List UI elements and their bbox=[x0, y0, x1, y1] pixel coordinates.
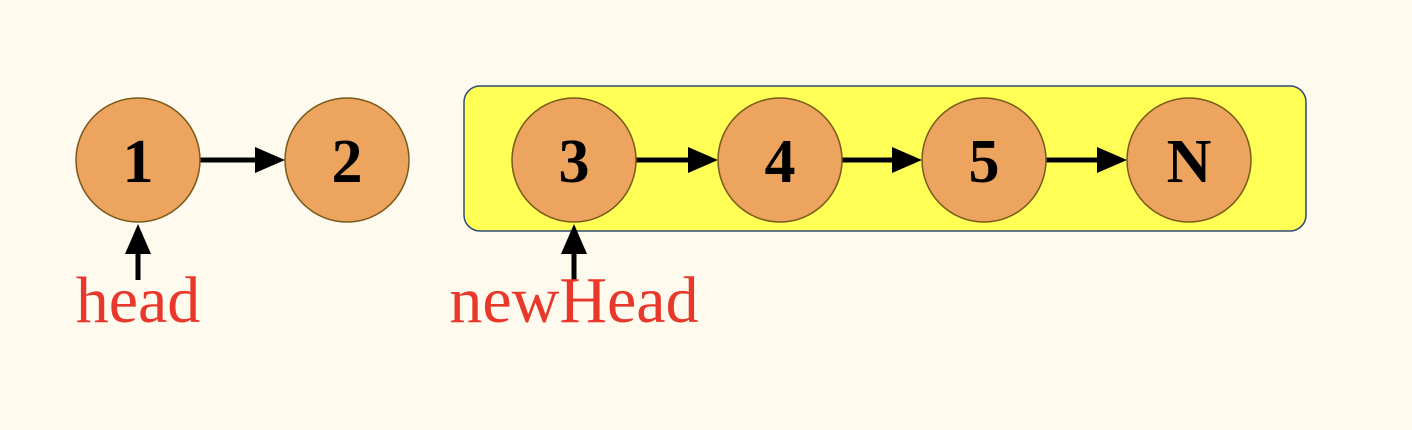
pointer-head: head bbox=[76, 224, 201, 337]
node-circle bbox=[511, 97, 637, 223]
pointer-newHead: newHead bbox=[449, 224, 699, 337]
list-node-n2: 2 bbox=[284, 97, 410, 223]
links-layer bbox=[200, 147, 1127, 173]
link-arrow-n1-n2 bbox=[200, 147, 285, 173]
link-arrow-n3-n4 bbox=[636, 147, 718, 173]
node-circle bbox=[75, 97, 201, 223]
node-label: 4 bbox=[765, 128, 796, 196]
node-circle bbox=[284, 97, 410, 223]
node-label: 3 bbox=[559, 128, 590, 196]
list-node-n1: 1 bbox=[75, 97, 201, 223]
pointer-label-head: head bbox=[76, 264, 201, 337]
arrowhead-icon bbox=[255, 147, 285, 173]
list-node-n3: 3 bbox=[511, 97, 637, 223]
node-circle bbox=[1126, 97, 1252, 223]
arrowhead-icon bbox=[892, 147, 922, 173]
list-node-nN: N bbox=[1126, 97, 1252, 223]
node-circle bbox=[717, 97, 843, 223]
list-node-n4: 4 bbox=[717, 97, 843, 223]
node-circle bbox=[921, 97, 1047, 223]
link-arrow-n5-nN bbox=[1046, 147, 1127, 173]
node-label: 2 bbox=[332, 128, 363, 196]
pointer-arrowhead-icon bbox=[561, 224, 587, 254]
node-label: 1 bbox=[123, 128, 154, 196]
nodes-layer: 1 2 3 4 5 N bbox=[75, 97, 1252, 223]
arrowhead-icon bbox=[688, 147, 718, 173]
pointer-arrowhead-icon bbox=[125, 224, 151, 254]
node-label: N bbox=[1167, 128, 1212, 196]
link-arrow-n4-n5 bbox=[842, 147, 922, 173]
list-node-n5: 5 bbox=[921, 97, 1047, 223]
node-label: 5 bbox=[969, 128, 1000, 196]
pointers-layer: head newHead bbox=[76, 224, 699, 337]
arrowhead-icon bbox=[1097, 147, 1127, 173]
pointer-label-newHead: newHead bbox=[449, 264, 698, 337]
